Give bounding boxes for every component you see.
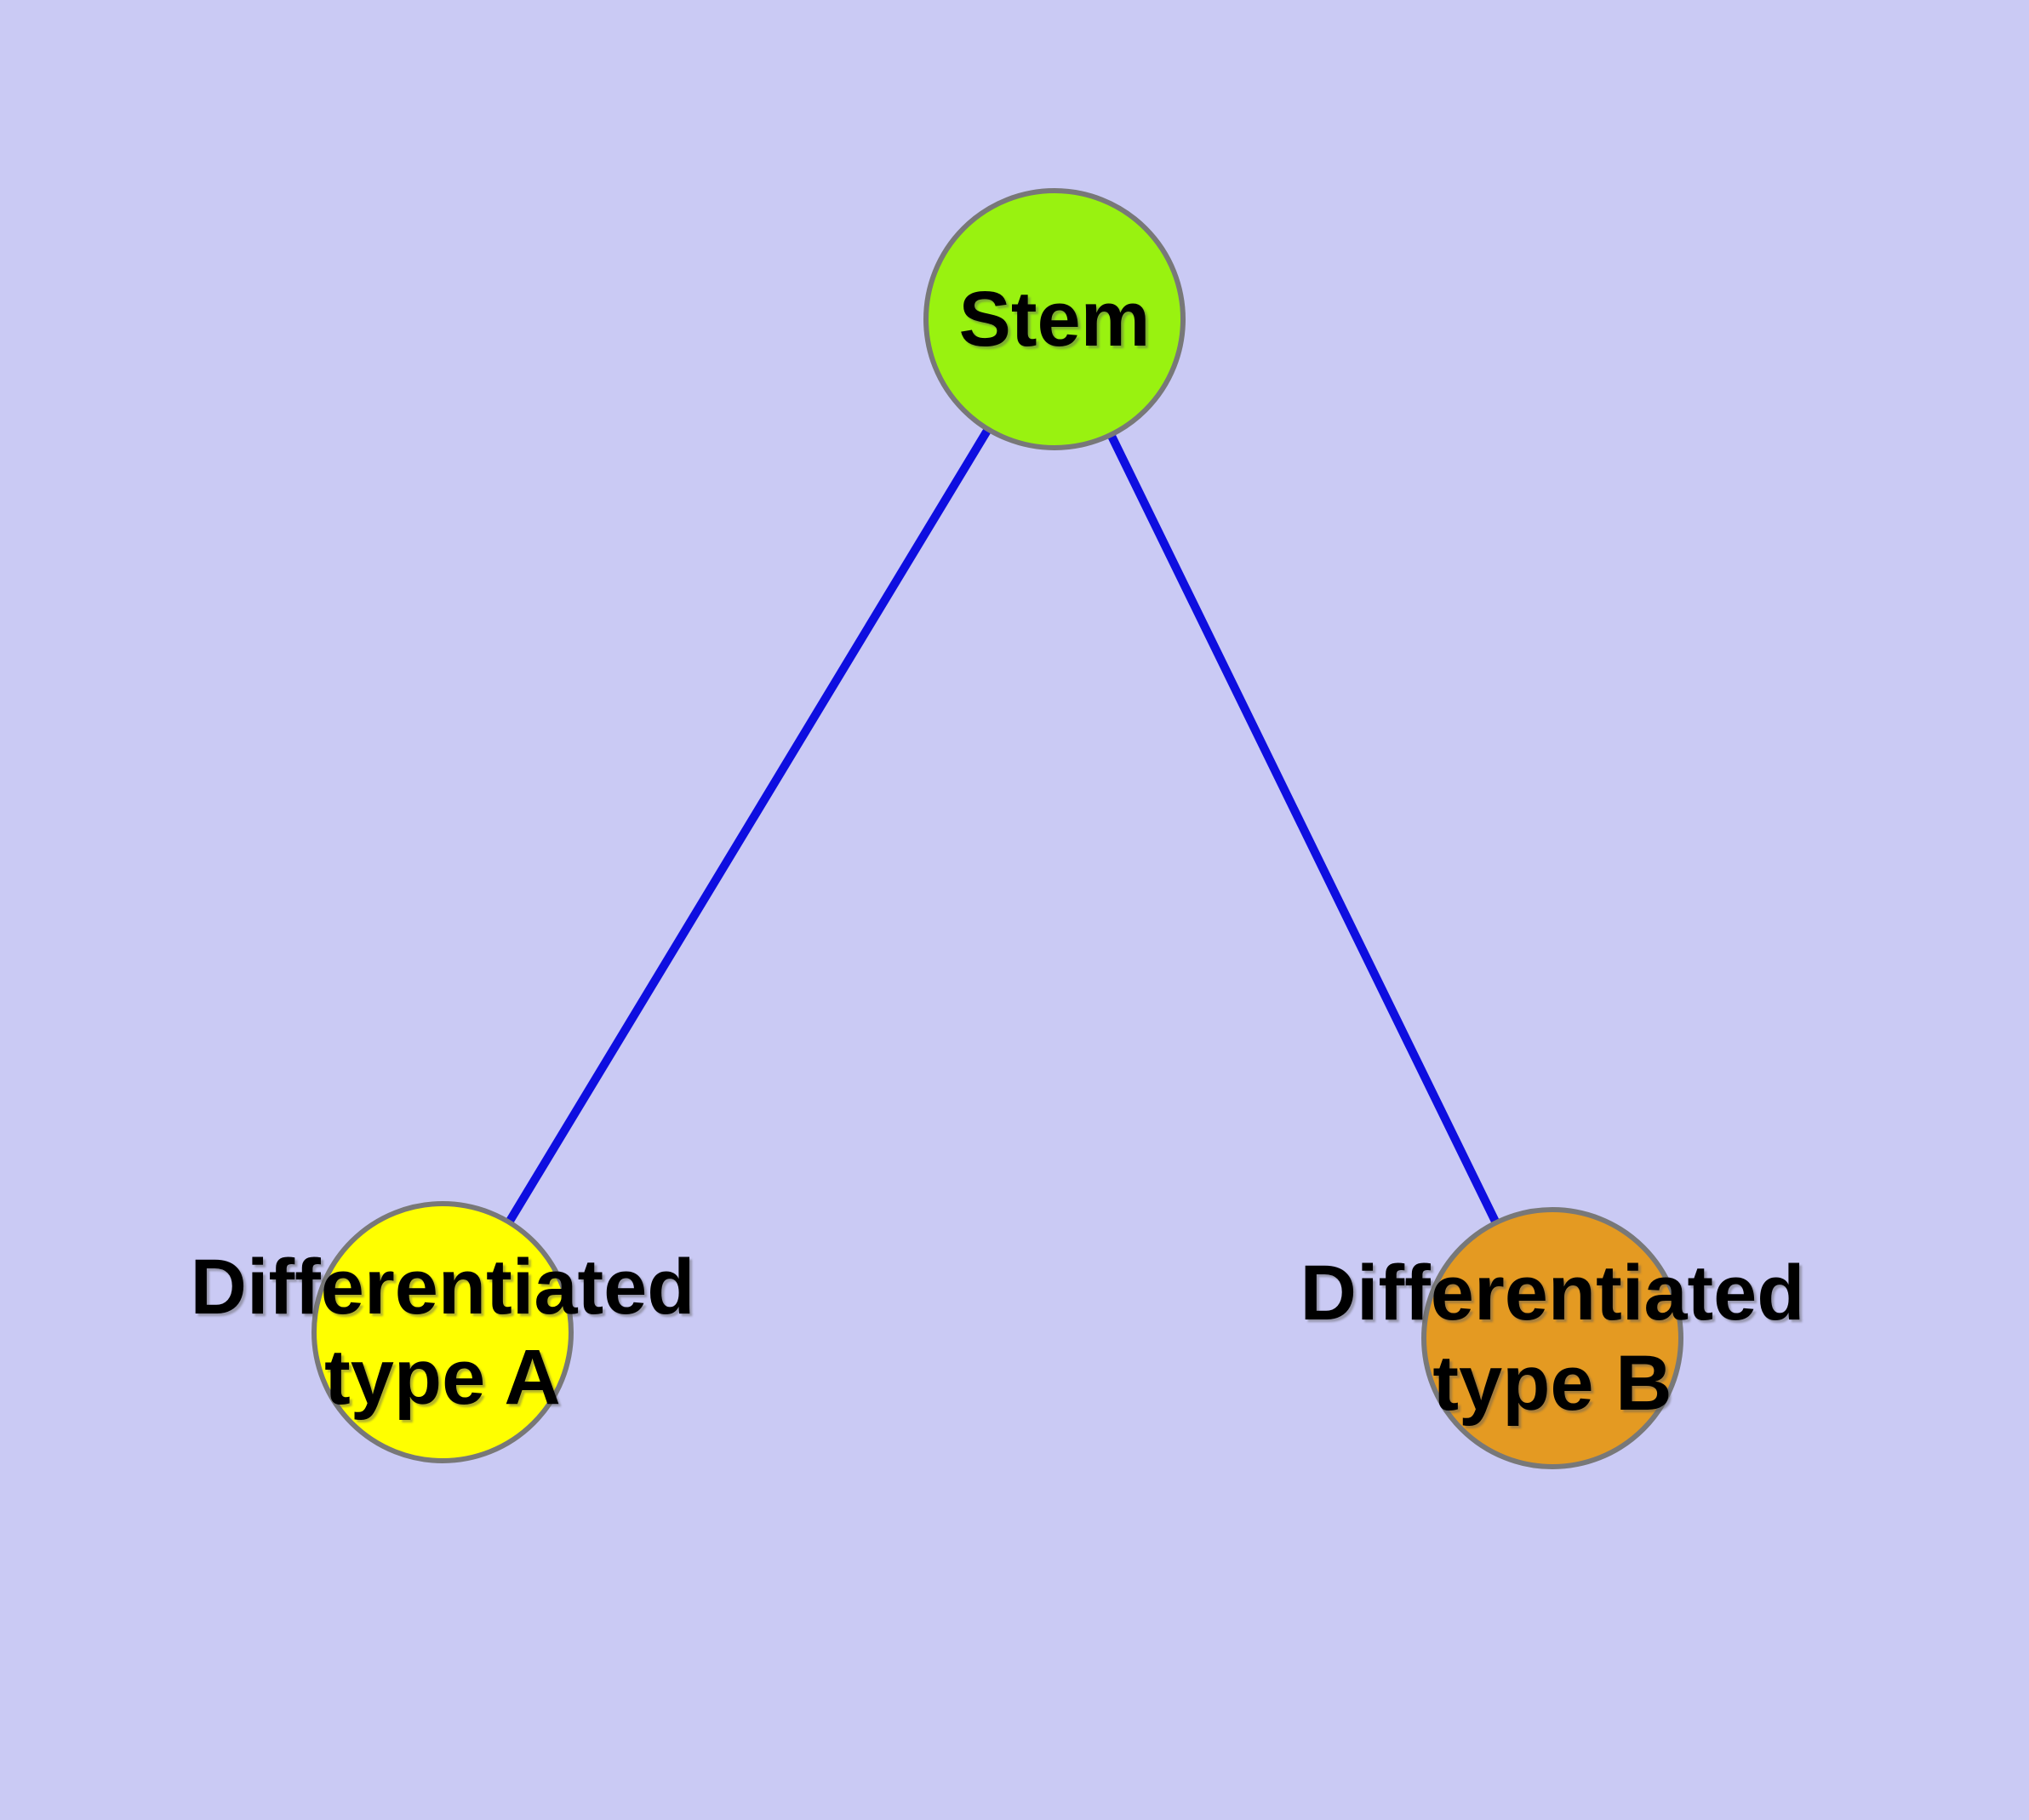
edge-stem-diff_b — [1050, 317, 1557, 1341]
node-stem: Stem — [923, 188, 1186, 450]
edge-stem-diff_a — [438, 317, 1059, 1335]
node-differentiated-type-a: Differentiated type A — [191, 1201, 694, 1463]
node-differentiated-type-b: Differentiated type B — [1300, 1207, 1804, 1469]
node-stem-label: Stem — [958, 276, 1151, 363]
